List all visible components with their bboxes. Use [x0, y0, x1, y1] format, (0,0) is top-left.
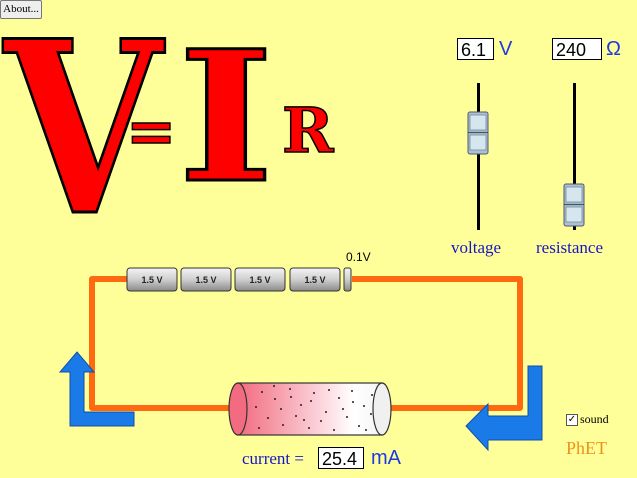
circuit-diagram: 1.5 V 1.5 V 1.5 V 1.5 V	[58, 267, 543, 452]
ohms-law-equation: V = I R	[1, 0, 335, 230]
svg-text:1.5 V: 1.5 V	[141, 275, 162, 285]
battery-cell: 1.5 V	[126, 267, 178, 292]
equation-v-letter: V	[1, 0, 167, 230]
svg-text:1.5 V: 1.5 V	[304, 275, 325, 285]
resistance-label: resistance	[536, 238, 604, 257]
current-arrow-left	[58, 351, 135, 427]
current-unit: mA	[371, 447, 401, 469]
battery-cell: 1.5 V	[234, 267, 286, 292]
sound-toggle[interactable]: ✓ sound	[566, 412, 609, 427]
current-label: current =	[242, 449, 304, 468]
voltage-slider-thumb[interactable]	[467, 111, 489, 155]
svg-text:1.5 V: 1.5 V	[249, 275, 270, 285]
current-value-field: 25.4	[318, 447, 364, 469]
sound-label: sound	[580, 412, 609, 426]
svg-text:R: R	[282, 94, 334, 167]
circuit-wire	[89, 276, 523, 411]
voltage-unit: V	[499, 38, 513, 60]
battery-cell: 1.5 V	[180, 267, 232, 292]
voltage-slider-track[interactable]	[477, 83, 480, 230]
svg-text:=: =	[126, 97, 176, 167]
about-button[interactable]: About...	[0, 0, 42, 19]
equation-equals-sign: =	[125, 96, 177, 168]
current-arrow-right	[465, 365, 543, 452]
partial-cell-voltage-label: 0.1V	[346, 250, 371, 264]
resistance-value-field[interactable]: 240	[552, 38, 602, 60]
battery-partial-cell	[343, 267, 352, 292]
resistor	[228, 382, 392, 436]
voltage-label: voltage	[451, 238, 502, 257]
resistance-unit: Ω	[606, 38, 621, 60]
svg-text:V: V	[2, 0, 165, 230]
svg-text:I: I	[178, 12, 274, 223]
resistance-slider-thumb[interactable]	[563, 183, 585, 227]
battery-cell: 1.5 V	[289, 267, 341, 292]
phet-logo[interactable]: PhET	[566, 438, 608, 458]
svg-text:1.5 V: 1.5 V	[195, 275, 216, 285]
resistance-slider-track[interactable]	[573, 83, 576, 230]
equation-i-letter: I	[177, 11, 276, 225]
voltage-value-field[interactable]: 6.1	[457, 38, 494, 60]
resistor-impurities	[255, 385, 373, 431]
sound-checkbox[interactable]: ✓	[566, 413, 578, 426]
equation-r-letter: R	[281, 93, 335, 168]
